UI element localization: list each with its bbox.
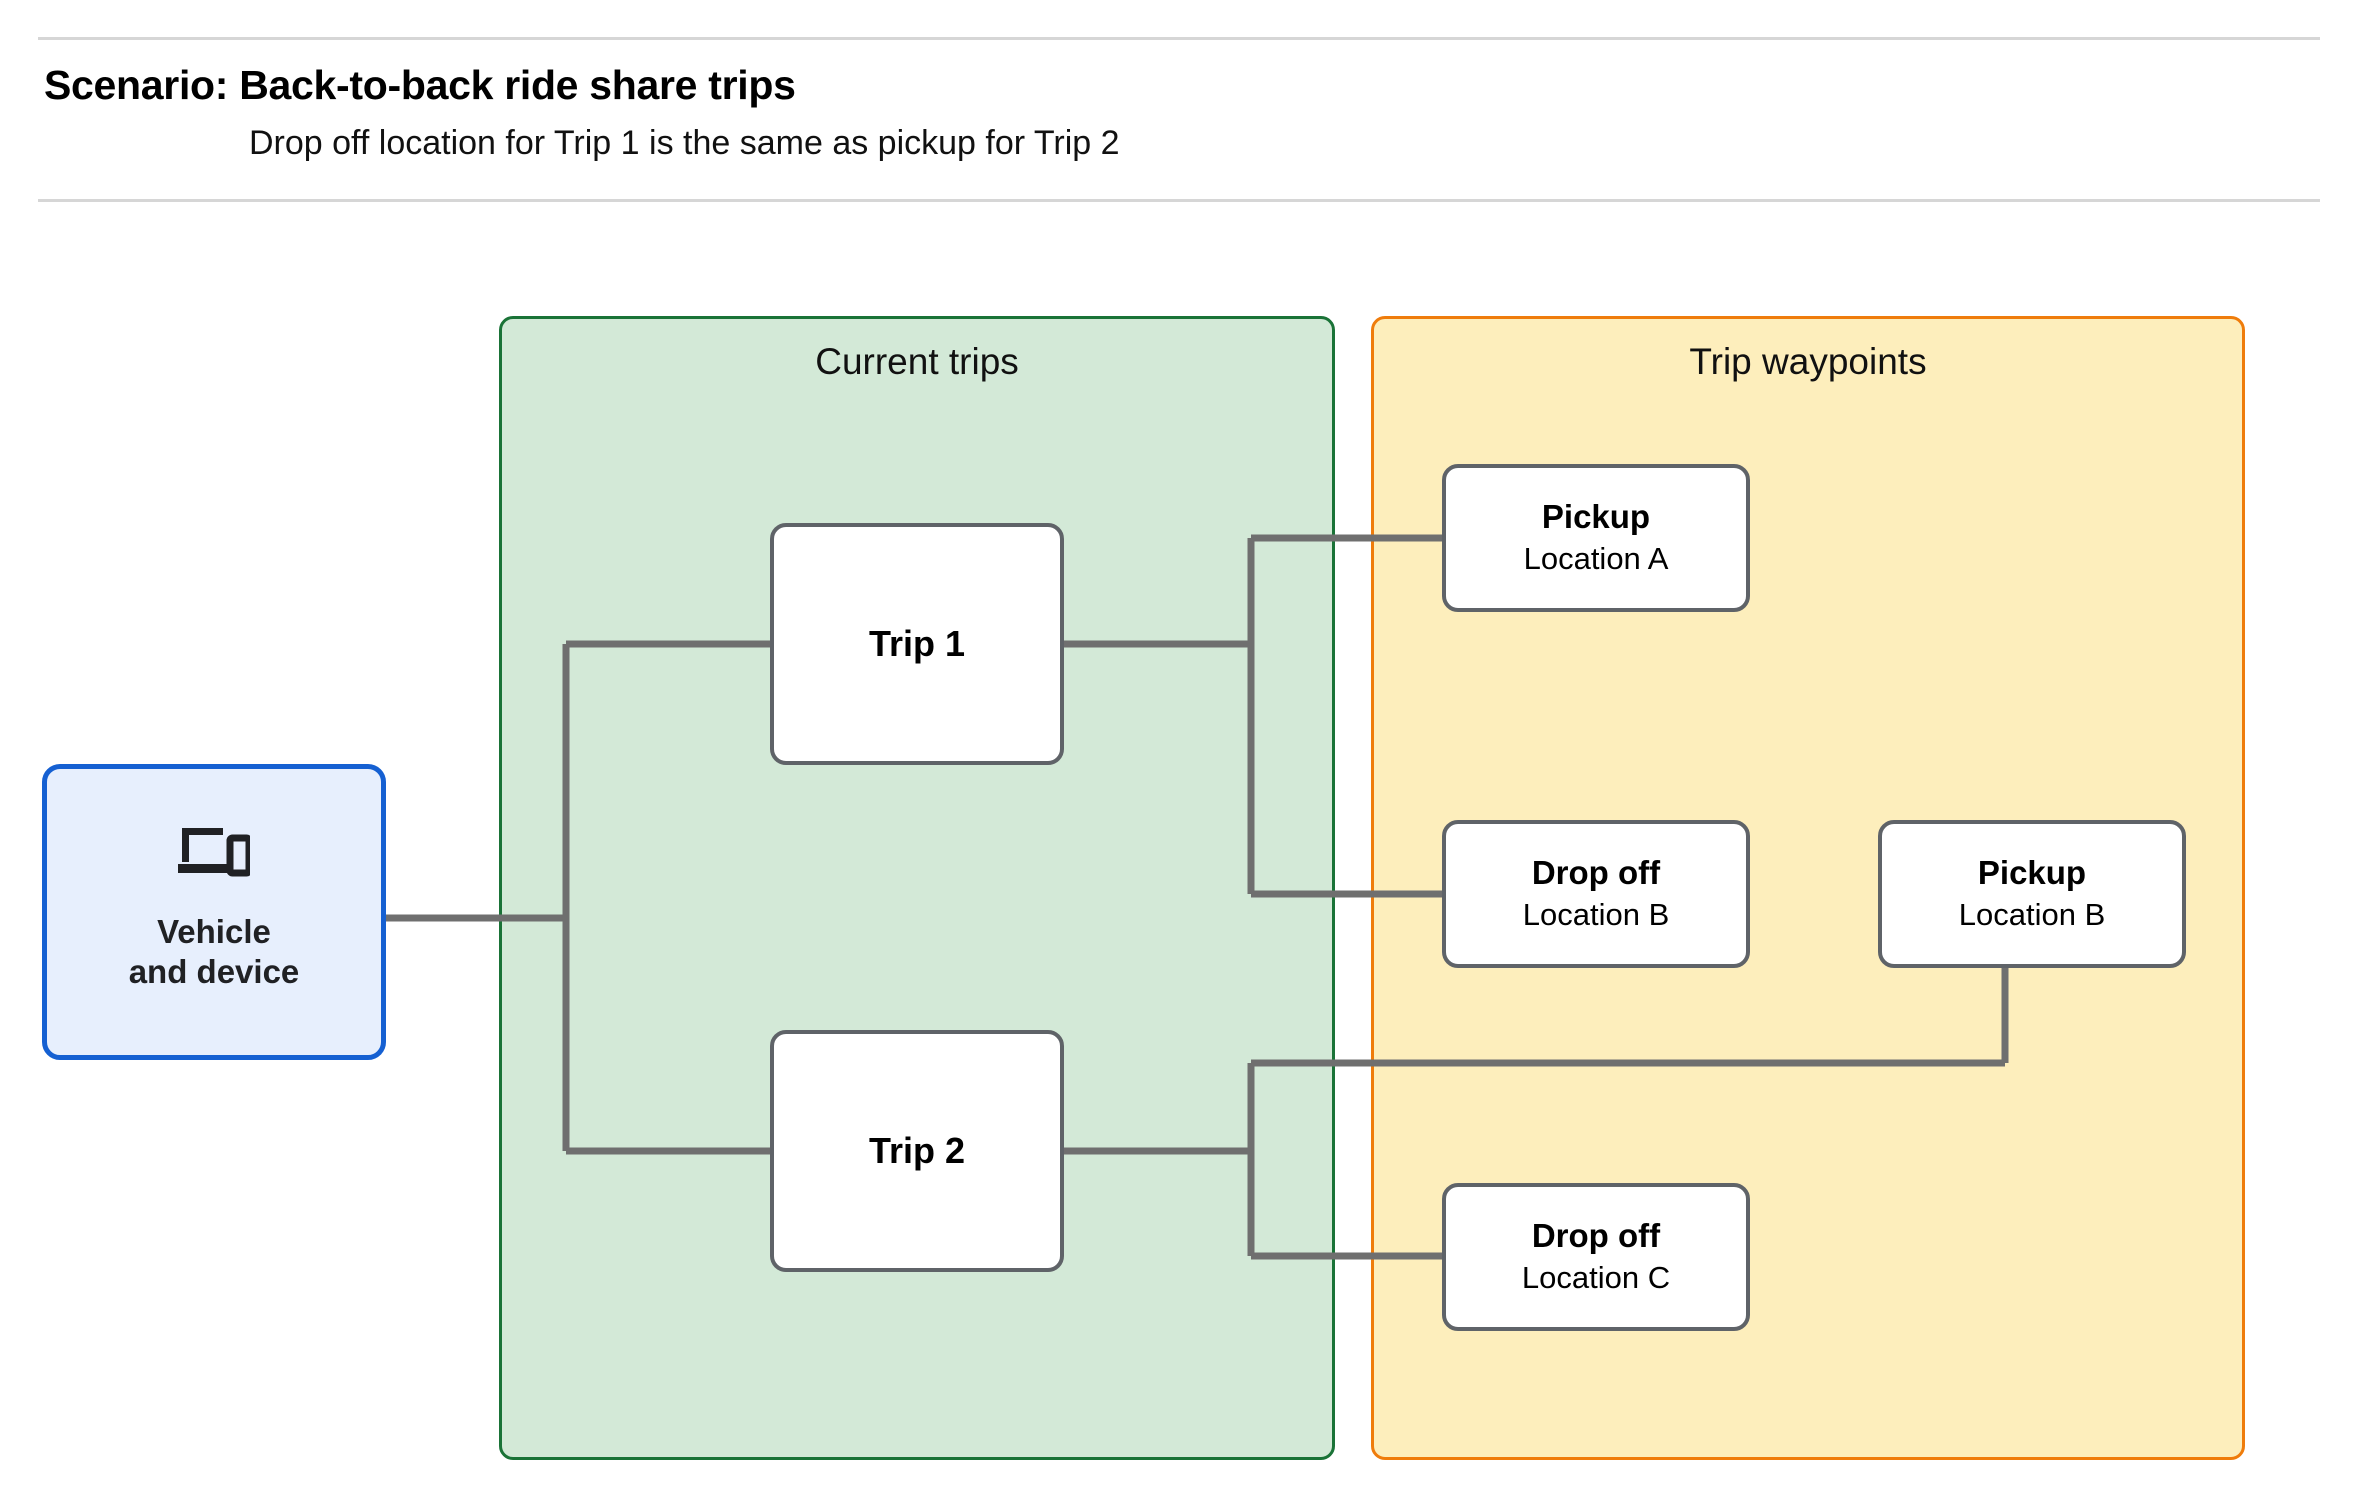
devices-icon: [178, 826, 253, 878]
node-pickup-location-a-type: Pickup: [1541, 497, 1651, 535]
node-dropoff-location-b[interactable]: Drop off Location B: [1442, 820, 1750, 968]
node-trip-2-label: Trip 2: [868, 1129, 966, 1171]
page-subtitle: Drop off location for Trip 1 is the same…: [249, 124, 1120, 162]
node-pickup-location-a-location: Location A: [1523, 540, 1669, 576]
group-trip-waypoints-title: Trip waypoints: [1689, 341, 1927, 382]
node-dropoff-location-c-type: Drop off: [1531, 1216, 1661, 1254]
node-dropoff-location-c-location: Location C: [1521, 1259, 1671, 1295]
node-trip-1-label: Trip 1: [868, 622, 966, 664]
group-current-trips-title: Current trips: [815, 341, 1019, 382]
node-dropoff-location-c[interactable]: Drop off Location C: [1442, 1183, 1750, 1331]
node-dropoff-location-b-location: Location B: [1522, 896, 1670, 932]
node-pickup-location-b-type: Pickup: [1977, 853, 2087, 891]
node-vehicle-and-device[interactable]: Vehicle and device: [42, 764, 386, 1060]
node-pickup-location-b-location: Location B: [1958, 896, 2106, 932]
header-divider-top: [38, 37, 2320, 40]
node-dropoff-location-b-type: Drop off: [1531, 853, 1661, 891]
vehicle-label: Vehicle and device: [128, 912, 300, 990]
node-trip-1[interactable]: Trip 1: [770, 523, 1064, 765]
node-pickup-location-b[interactable]: Pickup Location B: [1878, 820, 2186, 968]
node-pickup-location-a[interactable]: Pickup Location A: [1442, 464, 1750, 612]
group-current-trips: Current trips: [499, 316, 1335, 1460]
node-trip-2[interactable]: Trip 2: [770, 1030, 1064, 1272]
header-divider-bottom: [38, 199, 2320, 202]
page-title: Scenario: Back-to-back ride share trips: [44, 62, 796, 108]
